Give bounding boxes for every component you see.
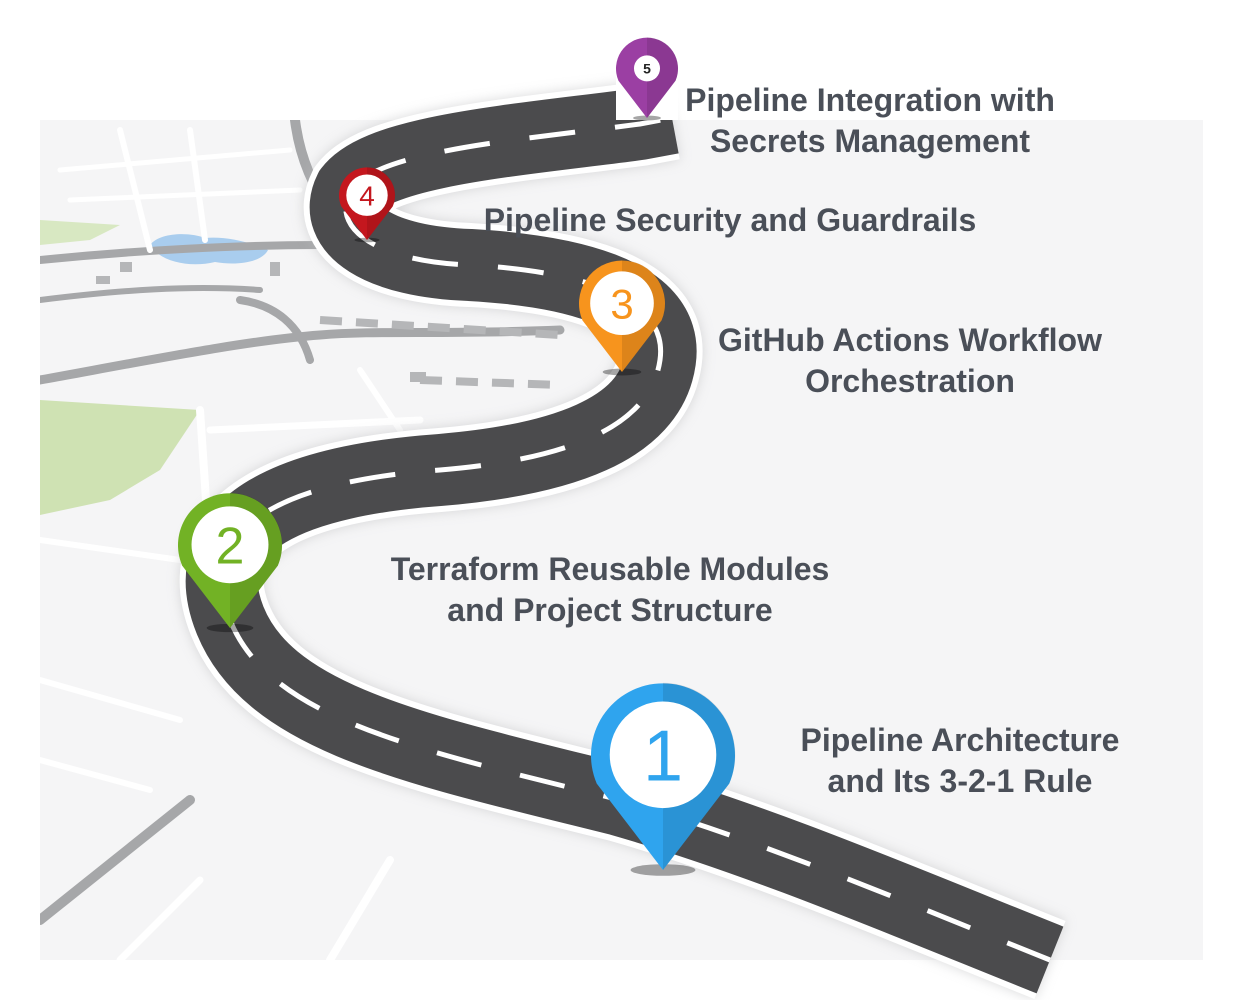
milestone-2-line1: Terraform Reusable Modules (390, 551, 830, 587)
milestone-pins: 1 2 3 4 5 (178, 37, 736, 876)
map-pin-3-number: 3 (610, 280, 633, 327)
map-pin-3-face (590, 271, 654, 336)
milestone-label-2: Terraform Reusable Modules and Project S… (350, 549, 870, 631)
map-pin-3: 3 (579, 260, 666, 376)
milestone-4-line1: Pipeline Security and Guardrails (483, 202, 977, 238)
milestone-3-line1: GitHub Actions Workflow (718, 322, 1102, 358)
milestone-1-line2: and Its 3-2-1 Rule (827, 763, 1093, 799)
map-pin-5-face (633, 55, 661, 82)
milestone-5-line2: Secrets Management (709, 123, 1031, 159)
milestone-5-line1: Pipeline Integration with (685, 82, 1055, 118)
map-pin-1-face (609, 701, 717, 809)
milestone-3-line2: Orchestration (805, 363, 1015, 399)
milestone-2-line2: and Project Structure (447, 592, 773, 628)
map-pin-1: 1 (591, 682, 736, 876)
map-pin-5: 5 (616, 37, 679, 121)
milestone-1-line1: Pipeline Architecture (800, 722, 1120, 758)
map-pin-4-number: 4 (359, 180, 375, 211)
map-pin-1-number: 1 (643, 717, 683, 797)
milestone-label-5: Pipeline Integration with Secrets Manage… (660, 80, 1080, 162)
milestone-label-4: Pipeline Security and Guardrails (450, 200, 1010, 241)
map-pin-2-face (191, 506, 269, 584)
map-pin-4-face (346, 174, 388, 216)
map-pin-5-number: 5 (643, 60, 651, 76)
map-pin-2: 2 (178, 492, 283, 633)
milestone-label-3: GitHub Actions Workflow Orchestration (690, 320, 1130, 402)
map-pin-2-number: 2 (216, 518, 245, 576)
map-pin-4: 4 (339, 167, 396, 243)
milestone-label-1: Pipeline Architecture and Its 3-2-1 Rule (760, 720, 1160, 802)
